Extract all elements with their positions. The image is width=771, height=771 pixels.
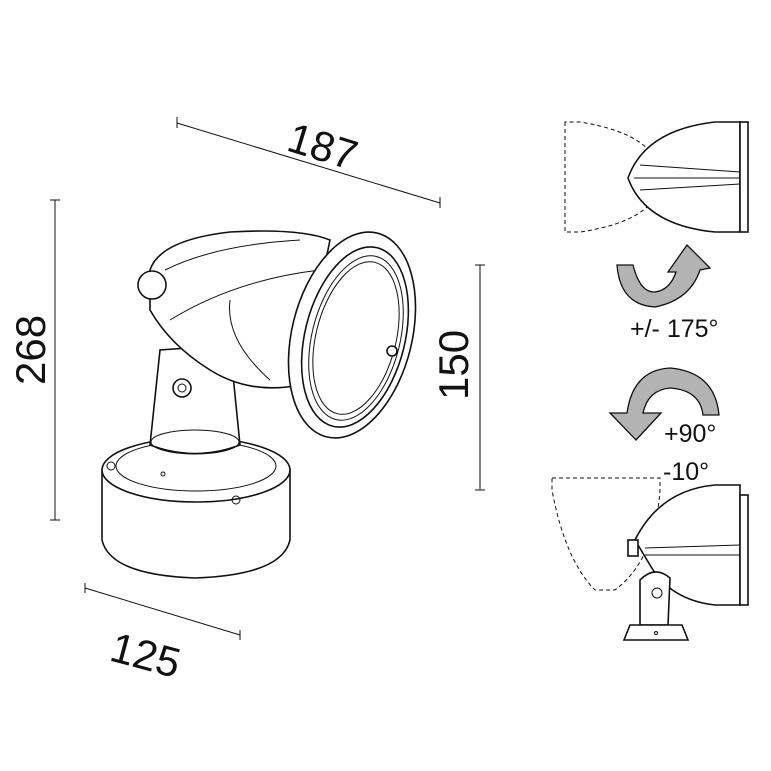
dimension-150: 150 [430, 330, 477, 400]
spotlight-main-view [101, 230, 417, 579]
side-view-tilt [551, 477, 749, 641]
rotation-horizontal-label: +/- 175° [630, 315, 719, 343]
dimension-187: 187 [282, 114, 363, 179]
dimension-lines [50, 117, 485, 640]
tilt-up-label: +90° [664, 420, 716, 448]
rotate-horizontal-arrow-icon [616, 243, 712, 308]
dimension-125: 125 [106, 623, 186, 687]
dimension-268: 268 [7, 315, 54, 385]
tilt-down-label: -10° [663, 458, 709, 486]
tilt-arrow-icon [608, 367, 720, 441]
top-view-rotation [564, 121, 749, 233]
